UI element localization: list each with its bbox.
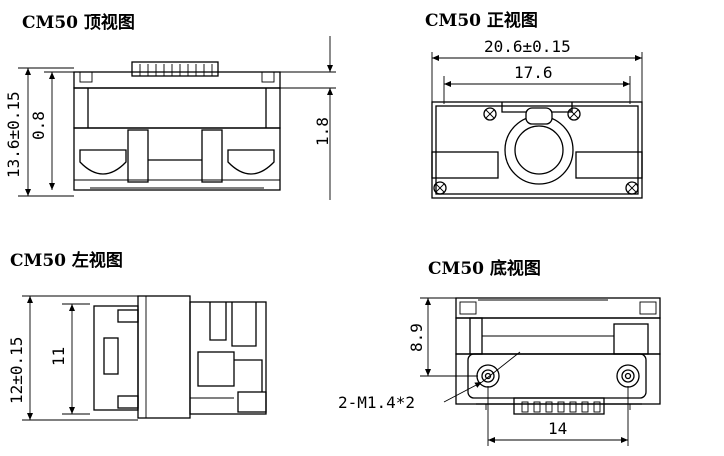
bottom-dim-width: 14: [548, 419, 567, 438]
bottom-view-title: CM50 底视图: [428, 259, 541, 279]
front-dim-width-inner: 17.6: [514, 63, 553, 82]
left-dim-inner: 11: [49, 347, 68, 366]
top-view: 13.6±0.15 0.8 1.8: [4, 36, 336, 200]
left-view: 12±0.15 11: [7, 295, 267, 421]
bottom-view: 8.9 2-M1.4*2 14: [338, 297, 661, 446]
front-view-title: CM50 正视图: [425, 11, 538, 31]
front-dim-width-outer: 20.6±0.15: [484, 37, 571, 56]
left-view-title: CM50 左视图: [10, 251, 123, 271]
bottom-hole-callout: 2-M1.4*2: [338, 393, 415, 412]
front-view: 20.6±0.15 17.6: [431, 37, 643, 199]
left-dim-height: 12±0.15: [7, 337, 26, 404]
top-view-title: CM50 顶视图: [22, 13, 135, 33]
top-dim-right: 1.8: [313, 117, 332, 146]
bottom-dim-height: 8.9: [407, 323, 426, 352]
top-dim-height: 13.6±0.15: [4, 91, 23, 178]
top-dim-inner: 0.8: [29, 111, 48, 140]
